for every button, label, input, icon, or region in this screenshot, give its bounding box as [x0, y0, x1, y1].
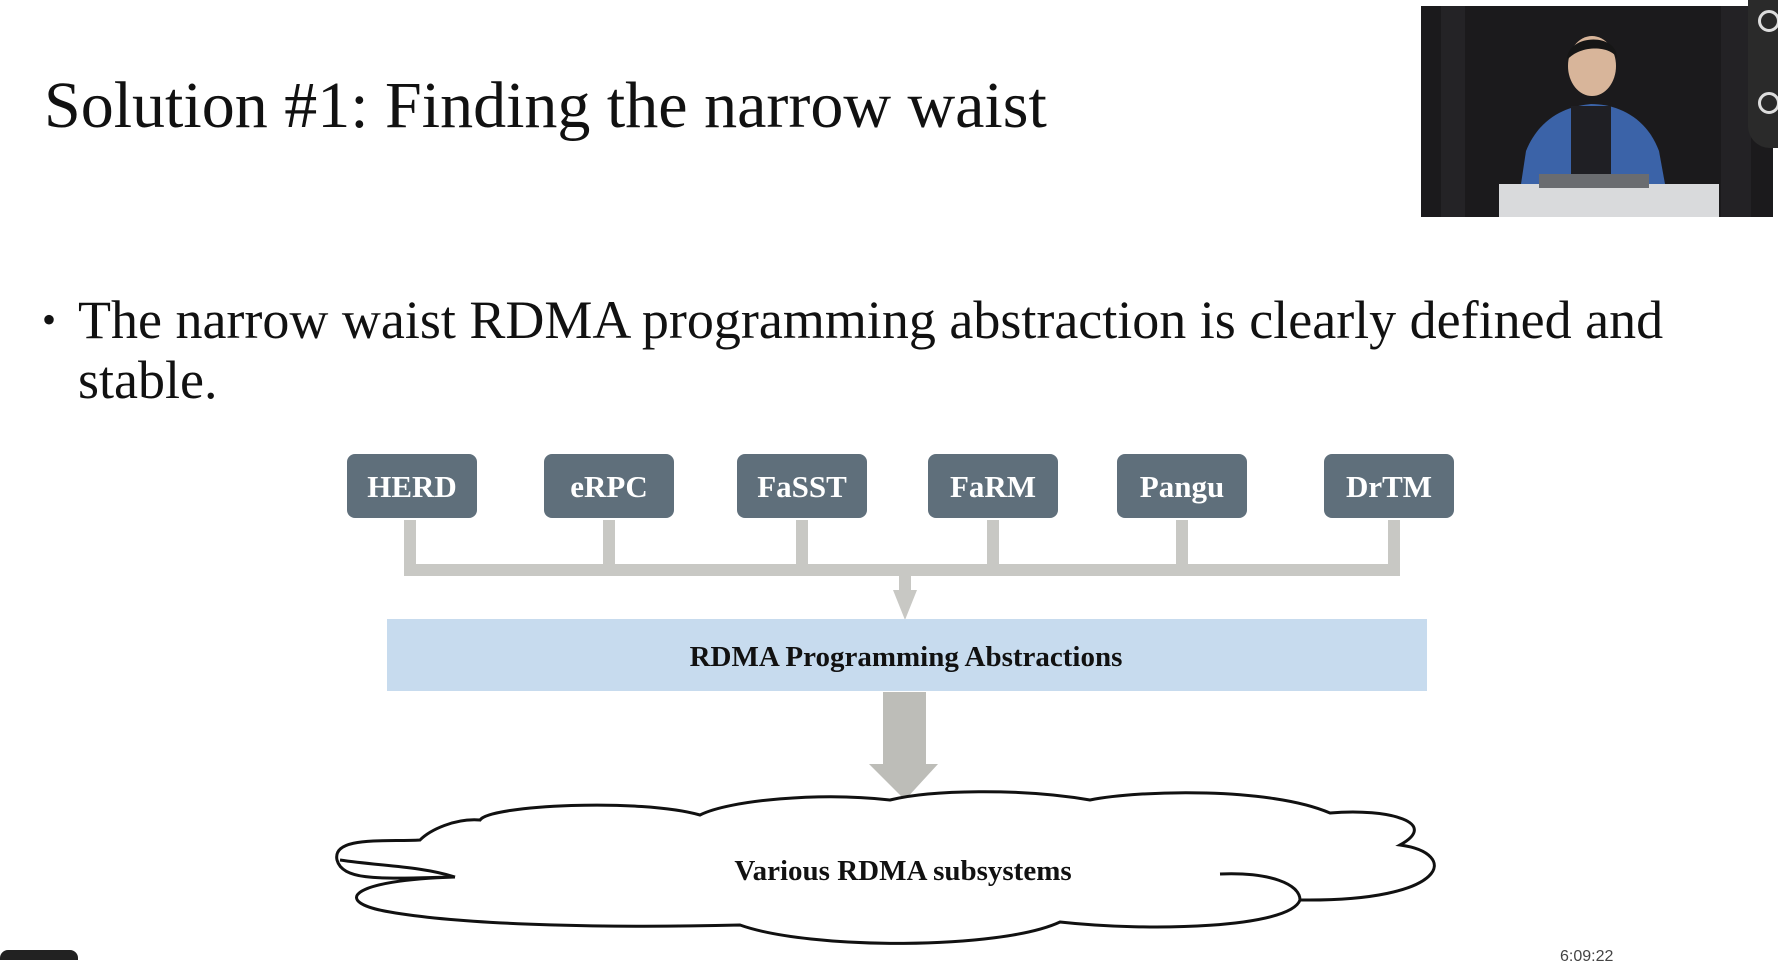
video-timestamp: 6:09:22 [1560, 948, 1614, 965]
speaker-video-feed [1421, 6, 1773, 217]
bullet-point: • The narrow waist RDMA programming abst… [42, 290, 1732, 410]
abstraction-label: RDMA Programming Abstractions [690, 641, 1123, 673]
bullet-text: The narrow waist RDMA programming abstra… [78, 290, 1664, 410]
side-control-strip [1748, 0, 1778, 148]
node-farm: FaRM [928, 454, 1058, 518]
subsystems-cloud: Various RDMA subsystems [335, 790, 1436, 945]
down-arrow-icon [869, 692, 938, 800]
cloud-shape [335, 790, 1436, 945]
node-label: FaRM [950, 469, 1036, 504]
node-drtm: DrTM [1324, 454, 1454, 518]
node-erpc: eRPC [544, 454, 674, 518]
abstraction-band: RDMA Programming Abstractions [387, 619, 1427, 691]
node-label: eRPC [570, 469, 647, 504]
control-dot-icon[interactable] [1758, 10, 1778, 32]
small-arrow-head-icon [893, 590, 917, 620]
node-label: HERD [367, 469, 457, 504]
node-label: DrTM [1346, 469, 1432, 504]
node-pangu: Pangu [1117, 454, 1247, 518]
corner-control-tab[interactable] [0, 950, 78, 960]
cloud-inner-curve-right [1219, 872, 1302, 901]
speaker-figure-icon [1421, 6, 1773, 217]
bullet-dot-icon: • [42, 297, 57, 342]
cloud-inner-curve-left [339, 858, 456, 879]
subsystems-label: Various RDMA subsystems [734, 855, 1071, 887]
control-circle-icon[interactable] [1758, 92, 1778, 114]
bus-line [404, 520, 1400, 576]
node-label: FaSST [757, 469, 847, 504]
slide-title: Solution #1: Finding the narrow waist [44, 69, 1047, 142]
node-label: Pangu [1140, 469, 1224, 504]
node-fasst: FaSST [737, 454, 867, 518]
connector-lines [404, 520, 1400, 592]
node-herd: HERD [347, 454, 477, 518]
